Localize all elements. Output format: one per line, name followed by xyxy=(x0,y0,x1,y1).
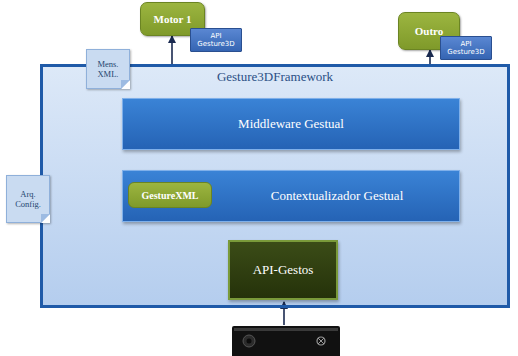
kinect-logo-x xyxy=(318,338,324,344)
node-label: API Gesture3D xyxy=(441,40,491,56)
node-label: Mens. XML. xyxy=(87,59,129,79)
kinect-top xyxy=(234,328,338,331)
node-label: GestureXML xyxy=(141,190,198,201)
node-label: API-Gestos xyxy=(253,262,314,278)
xml-box: GestureXML xyxy=(128,182,212,208)
kinect-lens xyxy=(243,335,255,347)
node-label: Arq. Config. xyxy=(7,189,49,209)
node-label: Contextualizador Gestual xyxy=(271,188,404,204)
layer-box: Middleware Gestual xyxy=(122,98,460,150)
layer-box: Contextualizador Gestual GestureXML xyxy=(122,170,460,222)
node-label: Middleware Gestual xyxy=(238,116,344,132)
node-label: API Gesture3D xyxy=(191,32,241,48)
node-label: Outro xyxy=(415,25,444,37)
kinect-lens-core xyxy=(247,339,252,344)
node-label: Motor 1 xyxy=(154,13,192,25)
api-tag: API Gesture3D xyxy=(440,36,492,60)
page-fold xyxy=(41,214,50,223)
api-box: API-Gestos xyxy=(228,240,338,300)
framework-frame: Gesture3DFrameworkMiddleware GestualCont… xyxy=(40,64,510,308)
kinect-logo xyxy=(317,337,325,345)
api-tag: API Gesture3D xyxy=(190,28,242,52)
kinect-body xyxy=(232,326,340,356)
page-fold xyxy=(121,80,130,89)
document-icon: Mens. XML. xyxy=(86,49,130,89)
node-label: Gesture3DFramework xyxy=(217,69,333,85)
document-icon: Arq. Config. xyxy=(6,175,50,223)
